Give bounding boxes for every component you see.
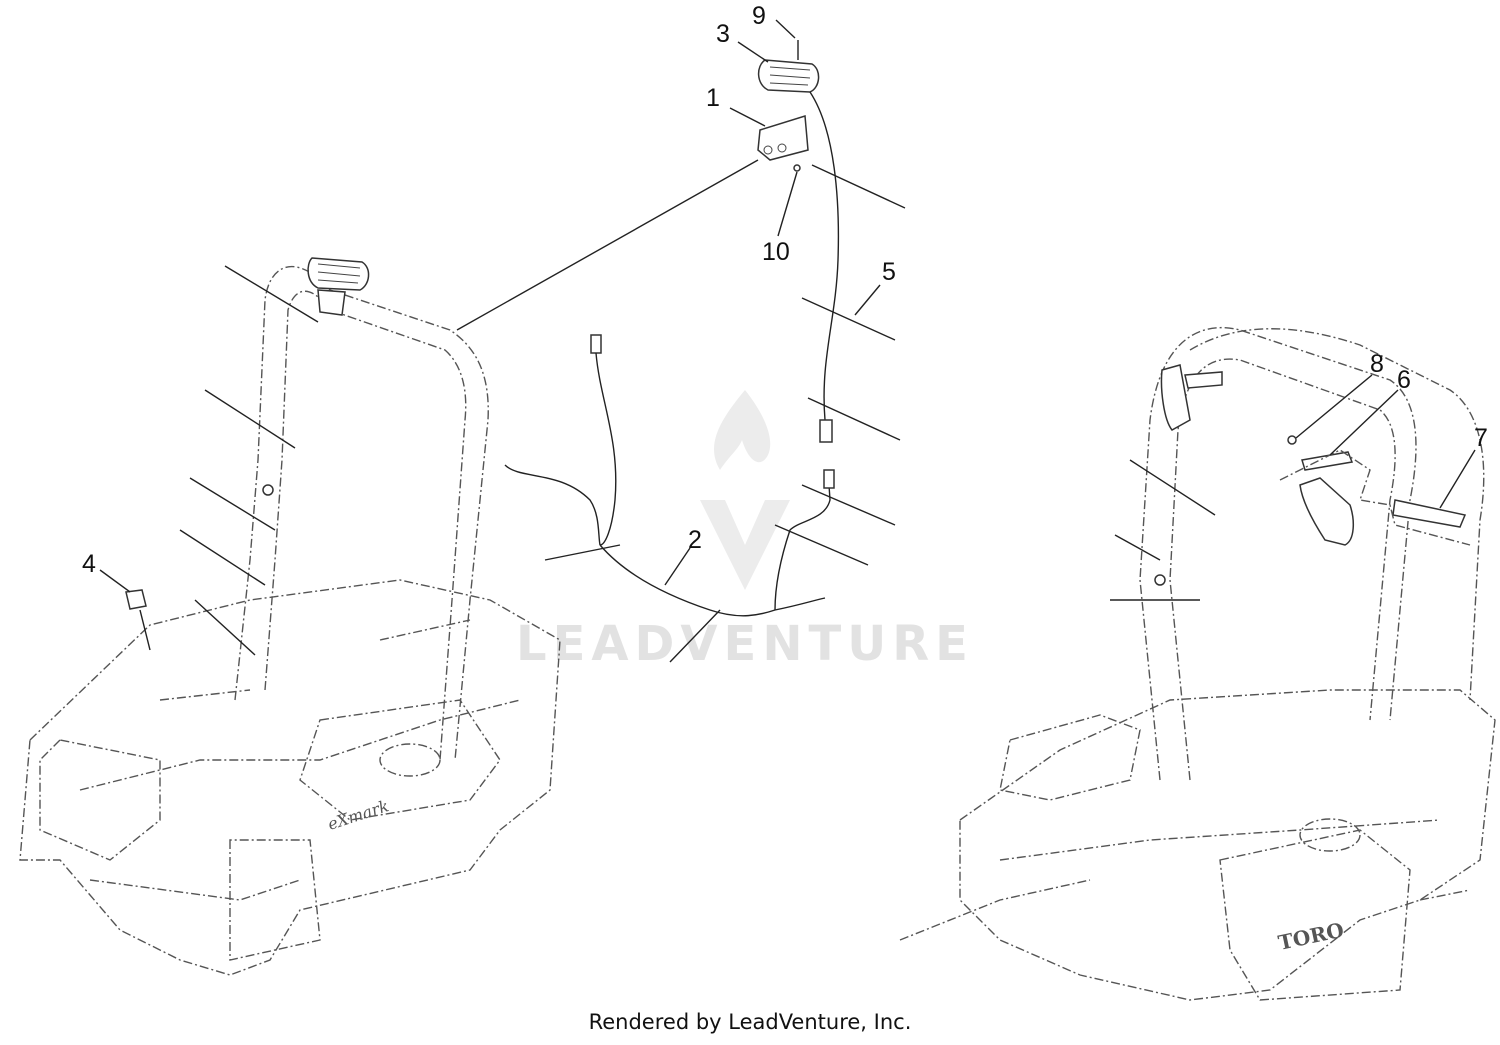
left-fuel-cap: [379, 743, 441, 777]
callout-3: 3: [716, 20, 730, 48]
callout-2: 2: [688, 526, 702, 554]
right-brand-decal: TORO: [1276, 918, 1346, 955]
leader-1: [729, 107, 766, 127]
left-control-panel: [39, 739, 161, 861]
wire-connector: [819, 419, 833, 443]
callout-10: 10: [762, 238, 790, 266]
left-brand-decal: eXmark: [325, 796, 391, 834]
callout-5: 5: [882, 258, 896, 286]
leader-5: [854, 284, 881, 316]
left-fasteners: [179, 265, 319, 656]
left-chassis-deck: [79, 619, 521, 901]
part-4-knob: [125, 589, 147, 610]
footer-credit: Rendered by LeadVenture, Inc.: [588, 1010, 912, 1034]
right-deck-bar: [899, 819, 1471, 941]
light-wire: [809, 91, 840, 421]
right-chassis-outline: [959, 689, 1496, 1001]
leader-6: [1329, 389, 1399, 456]
watermark-text: LEADVENTURE: [516, 616, 974, 672]
left-rear-panel: [229, 839, 321, 961]
part-1-bracket: [757, 115, 809, 161]
left-mower-assembly: eXmark: [19, 257, 561, 976]
leader-7: [1439, 449, 1476, 509]
callout-6: 6: [1397, 366, 1411, 394]
flame-v-logo-icon: [700, 390, 790, 590]
left-rops-bar: [234, 265, 489, 761]
callout-1: 1: [706, 84, 720, 112]
leader-3: [737, 41, 769, 63]
right-rops-bar-inner: [1169, 358, 1396, 781]
leader-4: [99, 569, 131, 593]
part-10-nut: [793, 164, 801, 172]
leader-9: [775, 19, 796, 39]
leader-lines: [664, 19, 1476, 586]
left-light-bracket: [317, 289, 346, 316]
leader-10: [777, 171, 798, 237]
right-rear-body: [1219, 829, 1411, 1001]
right-mower-assembly: TORO: [899, 326, 1496, 1001]
right-fuel-cap: [1299, 818, 1361, 852]
right-fasteners: [1110, 459, 1216, 601]
right-control-panel: [999, 714, 1141, 801]
left-seat-pan: [299, 699, 501, 821]
leader-2: [664, 547, 691, 586]
part-2-wire-harness: [504, 334, 835, 663]
right-mounted-light: [1160, 364, 1191, 431]
explode-line-bracket: [456, 159, 759, 331]
left-rops-bar-inner: [264, 290, 467, 761]
left-chassis-outline: [19, 579, 561, 976]
callout-8: 8: [1370, 350, 1384, 378]
part-7-strap: [1392, 499, 1467, 528]
callout-9: 9: [752, 2, 766, 30]
right-rops-bar: [1139, 326, 1417, 781]
part-6-bracket: [1301, 451, 1354, 471]
exploded-light-kit: [757, 40, 906, 566]
leader-4b: [139, 609, 151, 651]
callout-7: 7: [1474, 424, 1488, 452]
right-rops-bar-rear: [1189, 328, 1485, 701]
right-light-lens: [1299, 477, 1355, 546]
watermark: LEADVENTURE: [516, 390, 974, 672]
leader-8: [1295, 374, 1373, 439]
callout-4: 4: [82, 550, 96, 578]
callout-labels: 1 2 3 4 5 6 7 8 9 10: [82, 2, 1488, 578]
part-8-nut: [1287, 435, 1297, 445]
part-5-cable-ties: [774, 164, 906, 566]
